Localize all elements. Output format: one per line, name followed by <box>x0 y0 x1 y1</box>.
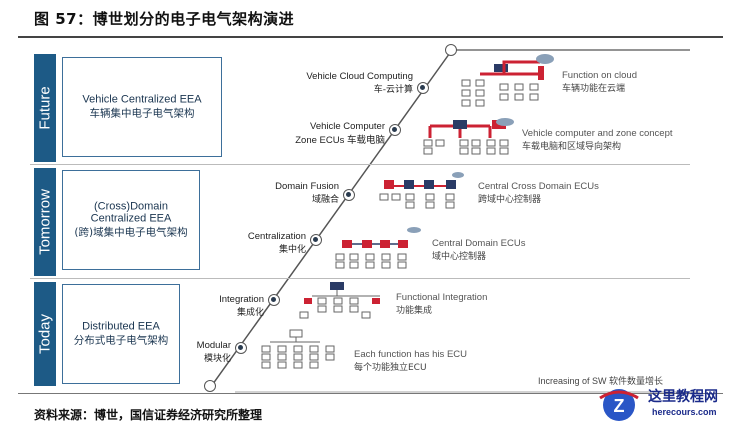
timeline-node <box>343 189 355 201</box>
timeline-start-node <box>204 380 216 392</box>
svg-text:Z: Z <box>614 396 625 416</box>
source-note: 资料来源：博世，国信证券经济研究所整理 <box>34 408 263 422</box>
desc-cloud: Function on cloud 车辆功能在云端 <box>562 70 637 94</box>
timeline-node <box>417 82 429 94</box>
vehicle-computer-diagram <box>423 118 514 155</box>
band-title-cn: 车辆集中电子电气架构 <box>89 107 195 120</box>
integration-diagram <box>299 282 380 319</box>
timeline-node <box>268 294 280 306</box>
band-title-en: Vehicle Centralized EEA <box>82 93 202 106</box>
step-label-modular: Modular 模块化 <box>196 340 231 364</box>
watermark-text: 这里教程网 <box>648 389 718 405</box>
timeline-end-node <box>445 44 457 56</box>
step-label-integration: Integration 集成化 <box>219 294 264 318</box>
timeline-node <box>235 342 247 354</box>
desc-vehicle-computer: Vehicle computer and zone concept 车载电脑和区… <box>522 128 673 152</box>
step-label-cloud: Vehicle Cloud Computing 车-云计算 <box>306 71 413 95</box>
band-title-en: Distributed EEA <box>82 320 160 333</box>
watermark-logo-icon: Z <box>599 389 639 421</box>
increase-note: Increasing of SW 软件数量增长 <box>538 376 664 386</box>
bottom-rule <box>18 393 723 394</box>
band-box-tomorrow: (Cross)Domain Centralized EEA (跨)域集中电子电气… <box>62 170 200 270</box>
top-rule <box>18 36 723 38</box>
band-box-today: Distributed EEA 分布式电子电气架构 <box>62 284 180 384</box>
band-label-today: Today <box>34 282 56 386</box>
timeline-node <box>389 124 401 136</box>
band-title-en: (Cross)Domain <box>94 200 168 213</box>
cloud-arch-diagram <box>461 54 554 107</box>
figure-title: 图 57：博世划分的电子电气架构演进 <box>34 10 295 28</box>
timeline-node <box>310 234 322 246</box>
watermark-url: herecours.com <box>652 407 717 417</box>
central-domain-diagram <box>335 227 421 269</box>
step-label-centralization: Centralization 集中化 <box>247 231 306 255</box>
band-label-future: Future <box>34 54 56 162</box>
desc-integration: Functional Integration 功能集成 <box>396 292 488 316</box>
desc-modular: Each function has his ECU 每个功能独立ECU <box>354 349 468 373</box>
band-title-en: Centralized EEA <box>90 212 172 225</box>
step-label-vehicle-computer: Vehicle Computer Zone ECUs 车载电脑 <box>295 121 385 146</box>
band-box-future: Vehicle Centralized EEA 车辆集中电子电气架构 <box>62 57 222 157</box>
band-label-tomorrow: Tomorrow <box>34 168 56 276</box>
band-title-cn: (跨)域集中电子电气架构 <box>74 226 188 239</box>
step-label-domain-fusion: Domain Fusion 域融合 <box>275 181 339 205</box>
band-title-cn: 分布式电子电气架构 <box>73 334 169 347</box>
timeline-line <box>209 49 453 389</box>
cross-domain-diagram <box>379 172 464 209</box>
desc-domain-fusion: Central Cross Domain ECUs 跨域中心控制器 <box>478 181 599 205</box>
band-separator <box>30 278 690 279</box>
desc-centralization: Central Domain ECUs 域中心控制器 <box>432 238 526 262</box>
band-separator <box>30 164 690 165</box>
modular-diagram <box>261 329 335 369</box>
